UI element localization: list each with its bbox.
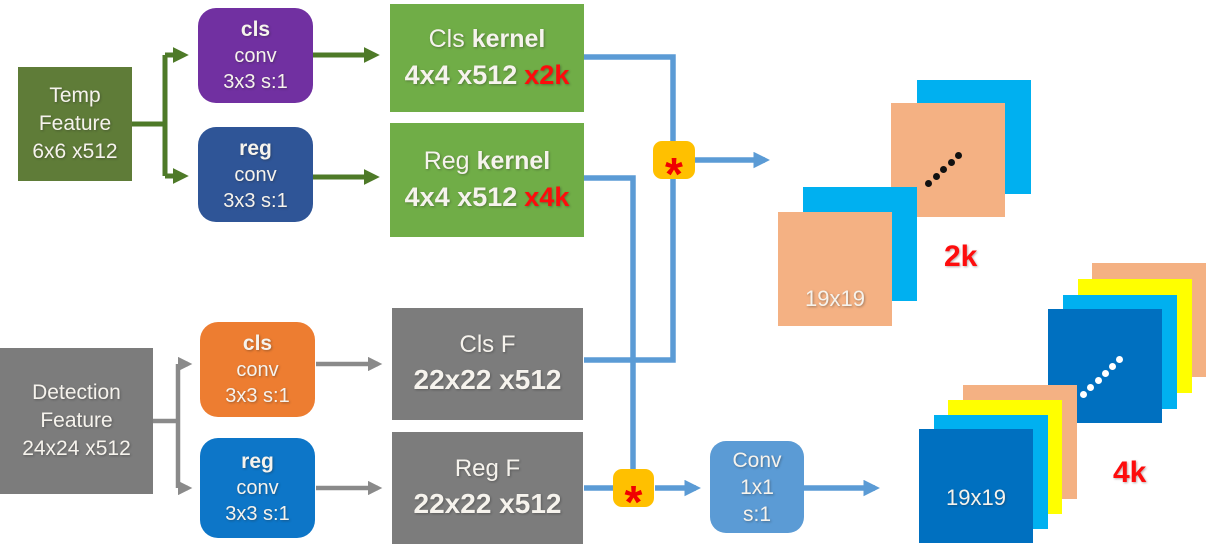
temp-feature-line1: Temp xyxy=(49,84,101,107)
temp-reg-conv-head: reg xyxy=(239,136,272,160)
reg-f-box: Reg F 22x22 x512 xyxy=(392,432,583,544)
temp-reg-conv-params: 3x3 s:1 xyxy=(223,189,288,212)
det-cls-conv-box: cls conv 3x3 s:1 xyxy=(200,322,315,417)
detection-feature-line1: Detection xyxy=(32,381,121,404)
temp-branch-arrows xyxy=(131,46,380,186)
detection-feature-line3: 24x24 x512 xyxy=(22,437,131,460)
detection-feature-line2: Feature xyxy=(40,409,113,432)
conv-1x1-line3: s:1 xyxy=(742,502,771,526)
cls-f-dims: 22x22 x512 xyxy=(413,364,562,396)
det-reg-conv-body: conv xyxy=(236,477,279,499)
cls-output-count-label: 2k xyxy=(944,240,978,273)
reg-f-name: Reg F xyxy=(454,455,521,483)
reg-kernel-channels: x4k xyxy=(524,181,570,212)
temp-feature-line3: 6x6 x512 xyxy=(32,140,118,163)
det-cls-conv-body: conv xyxy=(236,358,279,381)
cls-kernel-name: Cls xyxy=(428,25,465,54)
correlation-star-reg-icon: * xyxy=(613,469,654,525)
det-cls-conv-head: cls xyxy=(242,331,273,355)
conv-1x1-line2: 1x1 xyxy=(740,475,774,499)
cls-kernel-channels: x2k xyxy=(524,59,570,90)
det-reg-conv-box: reg conv 3x3 s:1 xyxy=(200,438,315,538)
cls-f-name: Cls F xyxy=(459,331,516,359)
cls-f-box: Cls F 22x22 x512 xyxy=(392,308,583,420)
reg-map-size-label: 19x19 xyxy=(946,485,1006,510)
cls-map-size-label: 19x19 xyxy=(805,286,865,311)
detection-branch-arrows xyxy=(152,356,383,496)
conv-1x1-box: Conv 1x1 s:1 xyxy=(710,441,804,533)
det-cls-conv-params: 3x3 s:1 xyxy=(225,384,290,407)
reg-map-blue-front: 19x19 xyxy=(919,429,1033,543)
reg-output-count-label: 4k xyxy=(1113,456,1147,489)
cls-kernel-name-bold: kernel xyxy=(471,25,546,54)
temp-cls-conv-head: cls xyxy=(240,17,271,41)
detection-feature-box: Detection Feature 24x24 x512 xyxy=(0,348,153,494)
temp-feature-box: Temp Feature 6x6 x512 xyxy=(18,67,132,181)
temp-cls-conv-box: cls conv 3x3 s:1 xyxy=(198,8,313,103)
conv-1x1-line1: Conv xyxy=(732,448,782,472)
temp-feature-line2: Feature xyxy=(38,112,112,135)
reg-kernel-dims: 4x4 x512 xyxy=(404,181,518,212)
cls-kernel-dims: 4x4 x512 xyxy=(404,59,518,90)
reg-f-dims: 22x22 x512 xyxy=(413,488,562,520)
temp-cls-conv-params: 3x3 s:1 xyxy=(223,70,288,93)
temp-reg-conv-body: conv xyxy=(234,163,277,186)
det-reg-conv-head: reg xyxy=(241,450,274,473)
temp-reg-conv-box: reg conv 3x3 s:1 xyxy=(198,127,313,222)
cls-map-peach-front: 19x19 xyxy=(778,212,892,326)
temp-cls-conv-body: conv xyxy=(234,44,277,67)
reg-kernel-name: Reg xyxy=(423,147,470,176)
reg-kernel-name-bold: kernel xyxy=(476,147,551,176)
correlation-star-cls-icon: * xyxy=(653,141,695,197)
det-reg-conv-params: 3x3 s:1 xyxy=(225,503,290,525)
